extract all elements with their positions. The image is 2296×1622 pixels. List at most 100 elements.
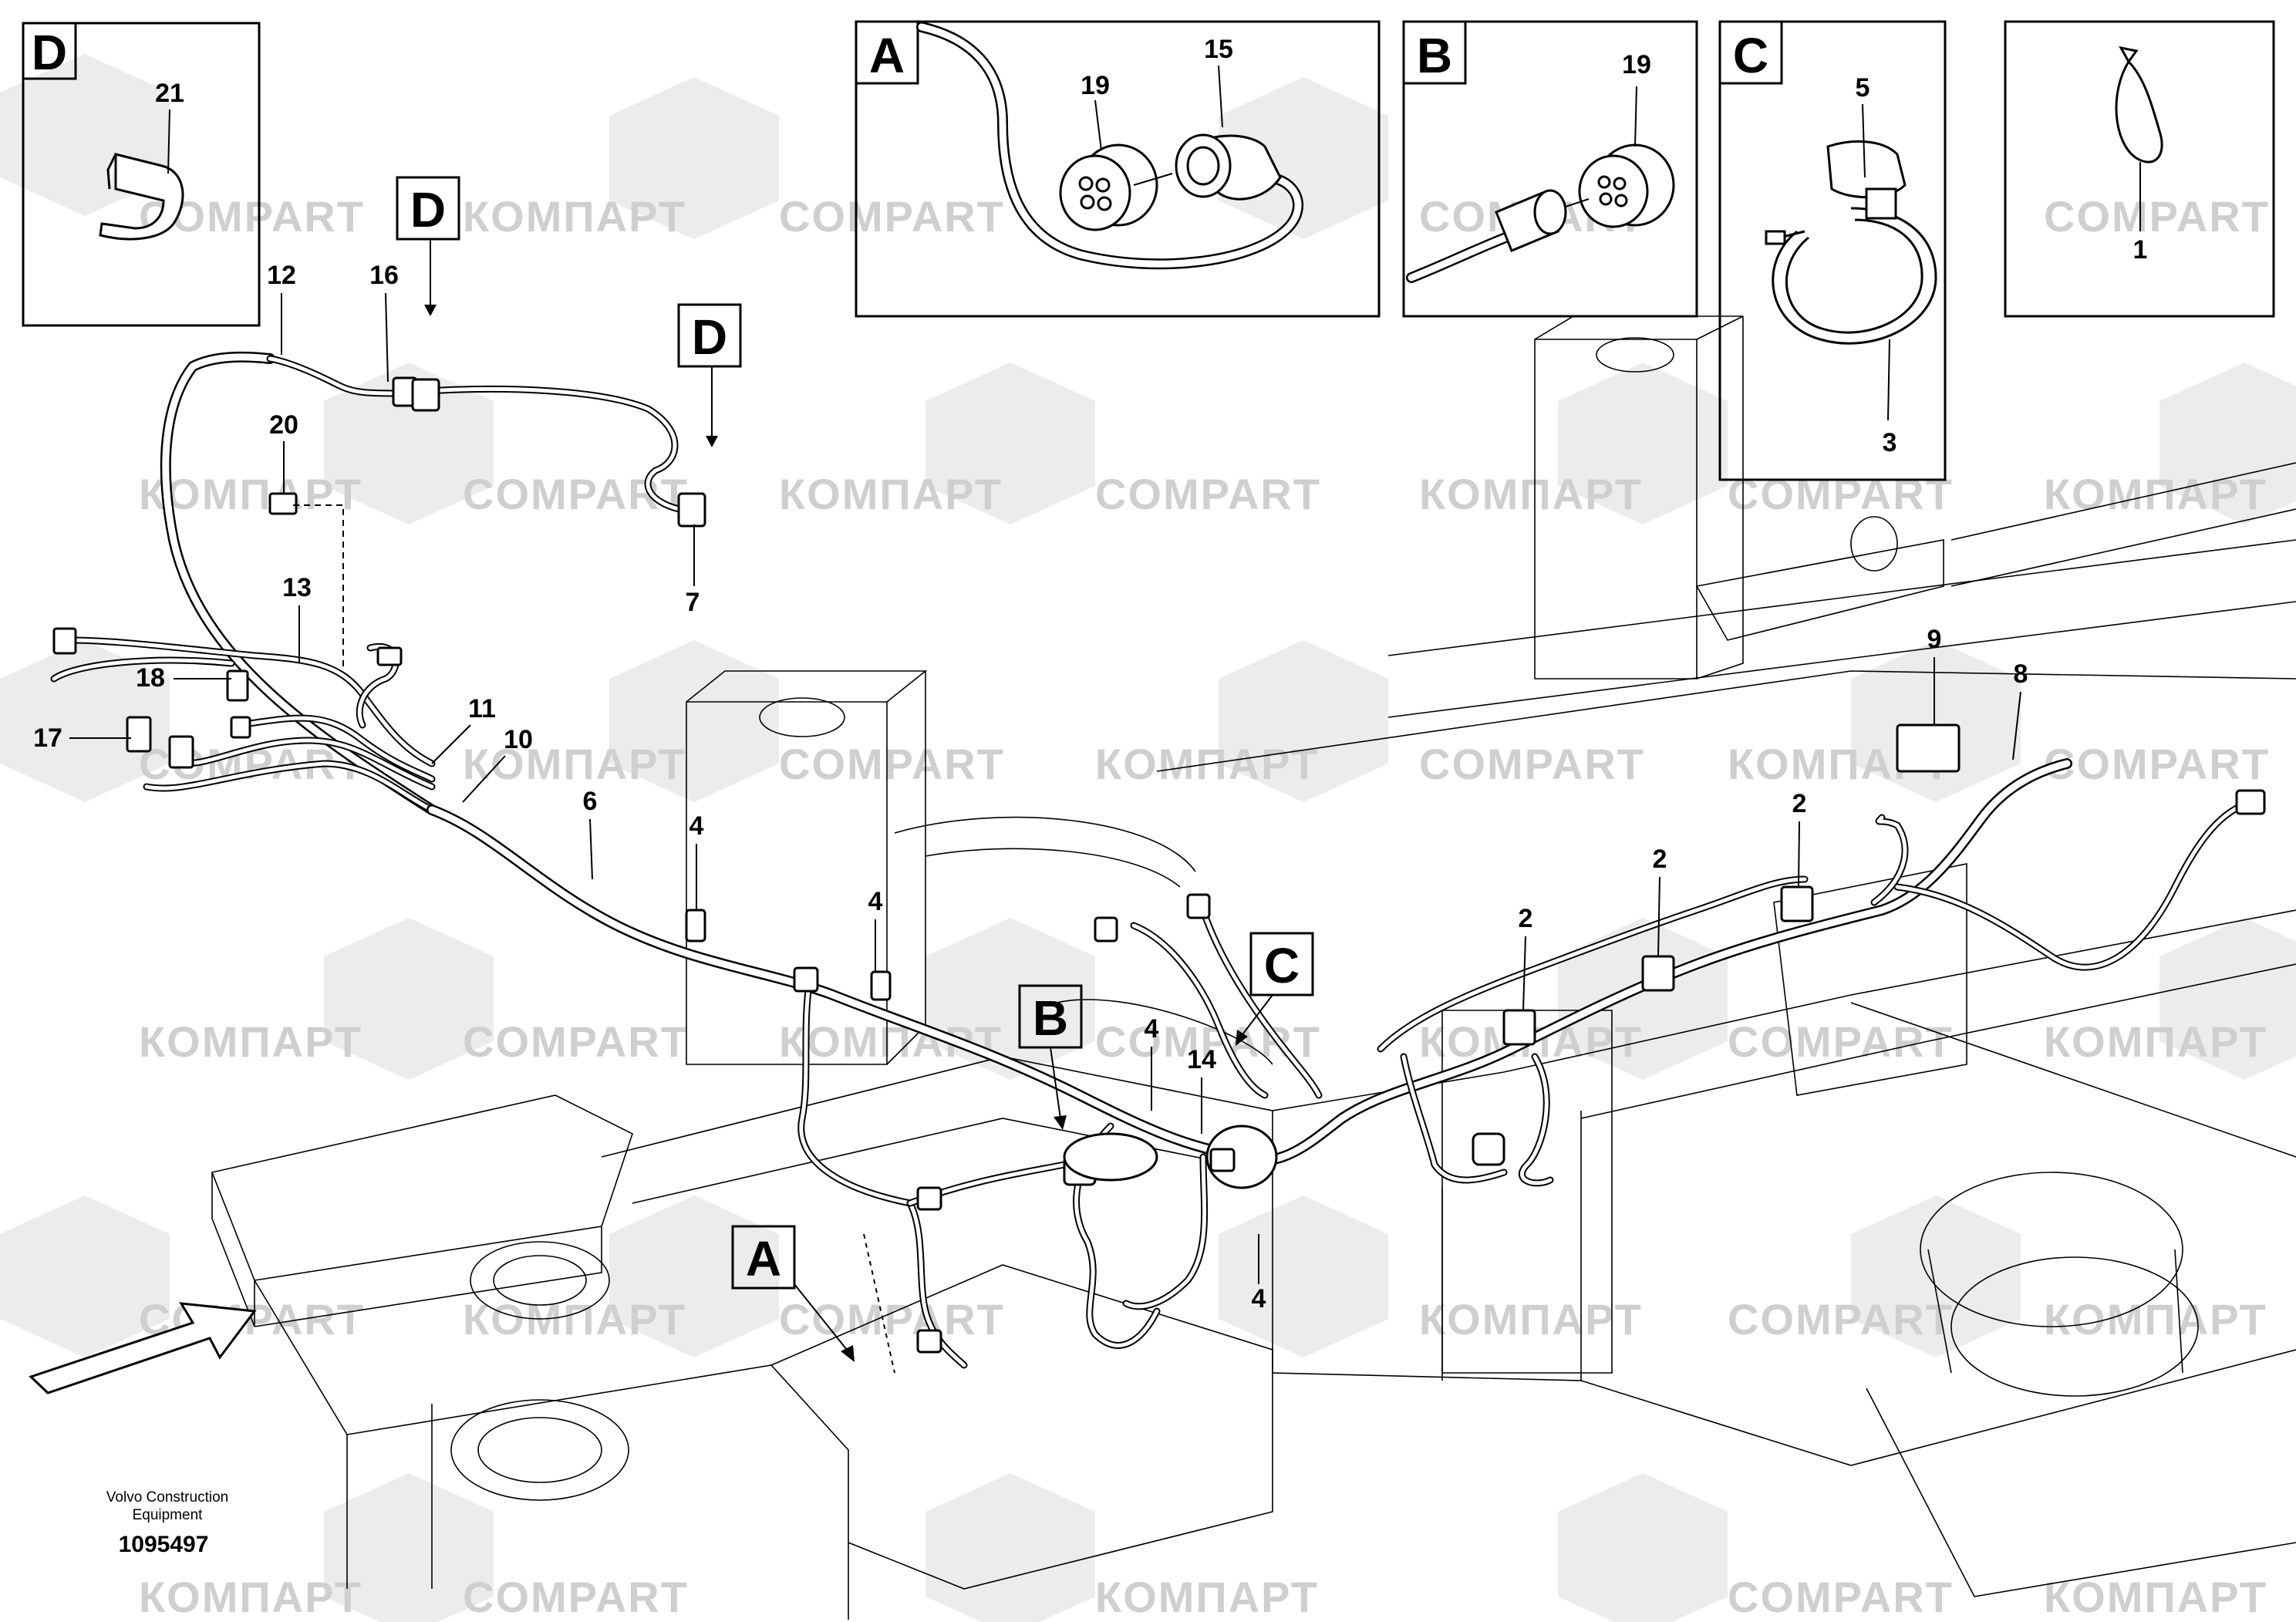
callout-4b: 4 [868,887,883,916]
watermark-text: COMPART [1728,1573,1954,1621]
callout-14: 14 [1187,1045,1216,1074]
ref-c-letter: C [1264,938,1300,993]
watermark-text: КОМПАРТ [2044,1573,2267,1621]
detail-view-tie: 1 [2004,20,2275,318]
watermark-layer: COMPART КОМПАРТ COMPART COMPART COMPART … [0,54,2296,1622]
detail-c-frame [1718,20,1947,481]
detail-view-d: D 21 [22,22,261,327]
detail-d-letter: D [32,25,67,80]
watermark-text: COMPART [779,740,1005,788]
callout-15: 15 [1204,35,1233,64]
watermark-text: КОМПАРТ [1419,1295,1643,1344]
ref-box-d1 [396,176,460,241]
callout-4c: 4 [1145,1014,1159,1044]
ref-a-letter: A [746,1231,781,1286]
callout-21: 21 [155,79,184,108]
watermark-text: COMPART [2044,740,2270,788]
ref-d1-letter: D [410,182,446,238]
callout-6: 6 [583,787,598,816]
callout-3: 3 [1883,428,1897,457]
watermark-text: КОМПАРТ [1095,1573,1319,1621]
harness-clamps [685,885,1814,1354]
connector-part-19-b [1495,143,1675,252]
clamp-part-5 [1826,140,1907,220]
watermark-text: COMPART [1419,740,1645,788]
callout-10: 10 [504,725,533,754]
watermark-text: COMPART [1728,1295,1954,1344]
callout-2c: 2 [1792,789,1807,818]
detail-view-c: C 5 3 [1718,20,1947,481]
callout-2a: 2 [1519,904,1533,933]
watermark-text: КОМПАРТ [463,740,686,788]
ref-d2-letter: D [692,309,727,365]
callout-5: 5 [1856,73,1870,103]
watermark-text: COMPART [2044,192,2270,241]
detail-d-frame [22,22,261,327]
callout-18: 18 [136,663,165,693]
main-view-refs: D D A B C [396,176,1314,1362]
callout-17: 17 [33,723,62,753]
watermark-text: КОМПАРТ [2044,1017,2267,1066]
ref-box-a [731,1225,796,1290]
watermark-hexagons [0,54,2296,1622]
watermark-text: КОМПАРТ [139,1573,362,1621]
callout-8: 8 [2014,659,2028,689]
callout-19-b: 19 [1622,50,1651,79]
watermark-text: КОМПАРТ [2044,1295,2267,1344]
detail-c-letter-box [1718,20,1783,85]
watermark-text: COMPART [779,192,1005,241]
direction-arrow [29,1302,257,1394]
tie-part-1 [2115,46,2163,164]
watermark-text: COMPART [463,1573,689,1621]
footer-caption: Volvo Construction Equipment 1095497 [106,1489,228,1557]
watermark-text: COMPART [1095,470,1321,518]
connector-blocks [52,376,2266,1189]
detail-tie-frame [2004,20,2275,318]
ref-b-letter: B [1033,990,1068,1046]
wiring-harness [50,351,2266,1374]
detail-a-frame [855,20,1381,318]
callout-4a: 4 [689,811,704,841]
connector-part-19 [1059,143,1158,231]
footer-line-2: Equipment [133,1507,204,1523]
detail-c-letter: C [1733,28,1768,83]
watermark-text: COMPART [779,1295,1005,1344]
callout-9: 9 [1927,625,1942,654]
watermark-text: КОМПАРТ [139,470,362,518]
watermark-text: COMPART [1728,470,1954,518]
cable-tie-part-3 [1765,207,1937,345]
watermark-text: КОМПАРТ [779,470,1003,518]
callout-16: 16 [369,261,399,290]
footer-number: 1095497 [119,1532,209,1557]
footer-line-1: Volvo Construction [106,1489,228,1506]
watermark-text: COMPART [463,1017,689,1066]
callout-12: 12 [267,261,296,290]
callout-4d: 4 [1252,1284,1266,1313]
detail-b-letter: B [1417,28,1452,83]
detail-a-letter-box [855,20,919,85]
ref-box-c [1249,932,1314,996]
callout-13: 13 [282,573,312,602]
elbow-part-15 [1175,133,1282,201]
clip-part-21 [99,153,184,241]
callout-7: 7 [686,588,700,617]
callout-19-a: 19 [1081,71,1110,100]
callout-1: 1 [2133,235,2148,265]
watermark-text: КОМПАРТ [463,192,686,241]
watermark-texts: COMPART КОМПАРТ COMPART COMPART COMPART … [139,192,2270,1621]
callout-20: 20 [269,410,298,440]
callout-2b: 2 [1653,845,1667,874]
main-callouts: 12 16 20 7 13 18 17 11 10 6 4 4 4 14 4 2 [33,261,2028,1313]
callout-11: 11 [468,694,496,723]
ref-box-d2 [677,303,742,368]
detail-d-letter-box [22,22,77,80]
detail-b-letter-box [1402,20,1467,85]
detail-b-frame [1402,20,1698,318]
machine-frame-outline [211,315,2296,1620]
watermark-text: КОМПАРТ [1419,470,1643,518]
watermark-text: КОМПАРТ [139,1017,362,1066]
watermark-text: COMPART [1728,1017,1954,1066]
detail-a-letter: A [869,28,905,83]
watermark-text: КОМПАРТ [463,1295,686,1344]
